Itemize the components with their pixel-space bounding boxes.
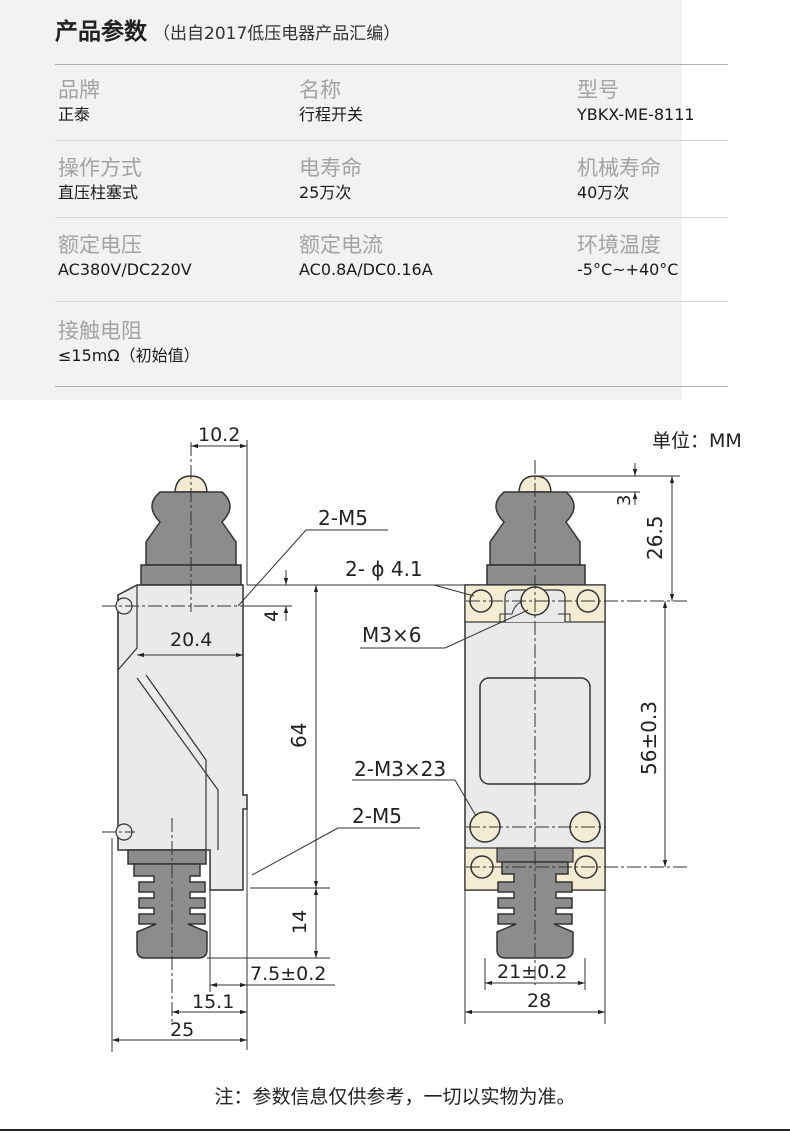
spec-cell-ambient-temperature: 环境温度 -5°C~+40°C xyxy=(577,232,678,281)
dim-56: 56±0.3 xyxy=(637,701,661,775)
spec-label: 型号 xyxy=(577,78,619,102)
spec-label: 机械寿命 xyxy=(577,156,661,180)
side-view: 10.2 20.4 2-M5 4 64 2-M5 14 7.5±0.2 xyxy=(102,424,420,1052)
spec-value: 直压柱塞式 xyxy=(58,183,139,202)
dim-4: 4 xyxy=(261,610,283,622)
dim-m3x23: 2-M3×23 xyxy=(354,757,446,781)
spec-cell-electrical-life: 电寿命 25万次 xyxy=(299,155,362,204)
spec-cell-rated-voltage: 额定电压 AC380V/DC220V xyxy=(58,232,192,281)
unit-label: 单位：MM xyxy=(652,430,742,452)
spec-cell-brand: 品牌 正泰 xyxy=(58,77,100,126)
spec-divider-bottom xyxy=(55,386,728,387)
spec-cell-contact-resistance: 接触电阻 ≤15mΩ（初始值） xyxy=(58,318,200,367)
spec-value: 40万次 xyxy=(577,183,630,202)
dim-25: 25 xyxy=(170,1019,194,1041)
spec-label: 操作方式 xyxy=(58,156,142,180)
spec-cell-mechanical-life: 机械寿命 40万次 xyxy=(577,155,661,204)
spec-value: YBKX-ME-8111 xyxy=(577,105,695,124)
dimension-drawing: 10.2 20.4 2-M5 4 64 2-M5 14 7.5±0.2 xyxy=(102,424,688,1052)
spec-value: AC380V/DC220V xyxy=(58,260,192,279)
spec-panel xyxy=(0,0,682,400)
spec-label: 环境温度 xyxy=(577,233,661,257)
spec-divider xyxy=(55,217,728,218)
dim-64: 64 xyxy=(287,723,311,748)
mounting-nut xyxy=(486,564,586,586)
spec-value: ≤15mΩ（初始值） xyxy=(58,346,200,365)
dim-hole-dia: 2- ϕ 4.1 xyxy=(345,557,423,581)
spec-value: AC0.8A/DC0.16A xyxy=(299,260,433,279)
spec-label: 电寿命 xyxy=(299,156,362,180)
spec-value: -5°C~+40°C xyxy=(577,260,679,279)
spec-label: 品牌 xyxy=(58,78,100,102)
dim-14: 14 xyxy=(289,910,311,934)
spec-title-main: 产品参数 xyxy=(55,19,147,45)
dim-m5-upper: 2-M5 xyxy=(318,506,368,530)
spec-label: 额定电流 xyxy=(299,233,383,257)
spec-cell-model: 型号 YBKX-ME-8111 xyxy=(577,77,695,126)
dim-15-1: 15.1 xyxy=(192,991,234,1013)
dim-top-width: 10.2 xyxy=(198,424,240,446)
dim-m5-lower: 2-M5 xyxy=(352,804,402,828)
spec-label: 额定电压 xyxy=(58,233,142,257)
dim-3: 3 xyxy=(614,495,635,506)
spec-divider-top xyxy=(55,64,728,65)
dim-21: 21±0.2 xyxy=(497,961,567,983)
spec-label: 接触电阻 xyxy=(58,319,142,343)
spec-title: 产品参数 （出自2017低压电器产品汇编） xyxy=(55,12,400,46)
dim-m3x6: M3×6 xyxy=(362,623,421,647)
spec-title-source: （出自2017低压电器产品汇编） xyxy=(153,24,401,44)
disclaimer-note: 注：参数信息仅供参考，一切以实物为准。 xyxy=(214,1086,576,1108)
cable-gland xyxy=(133,863,208,959)
spec-divider xyxy=(55,140,728,141)
spec-cell-rated-current: 额定电流 AC0.8A/DC0.16A xyxy=(299,232,433,281)
dim-7-5: 7.5±0.2 xyxy=(250,963,326,985)
spec-divider xyxy=(55,301,728,302)
spec-value: 正泰 xyxy=(58,105,91,124)
spec-value: 行程开关 xyxy=(299,105,364,124)
spec-cell-operation: 操作方式 直压柱塞式 xyxy=(58,155,142,204)
spec-cell-name: 名称 行程开关 xyxy=(299,77,363,126)
dim-26-5: 26.5 xyxy=(643,515,667,560)
dim-body-width: 20.4 xyxy=(170,629,212,651)
dim-28: 28 xyxy=(527,990,551,1012)
spec-value: 25万次 xyxy=(299,183,352,202)
bottom-rule xyxy=(0,1129,790,1131)
spec-label: 名称 xyxy=(299,78,341,102)
front-view: 3 26.5 56±0.3 2- ϕ 4.1 M3×6 2-M3×23 21±0… xyxy=(326,460,688,1024)
